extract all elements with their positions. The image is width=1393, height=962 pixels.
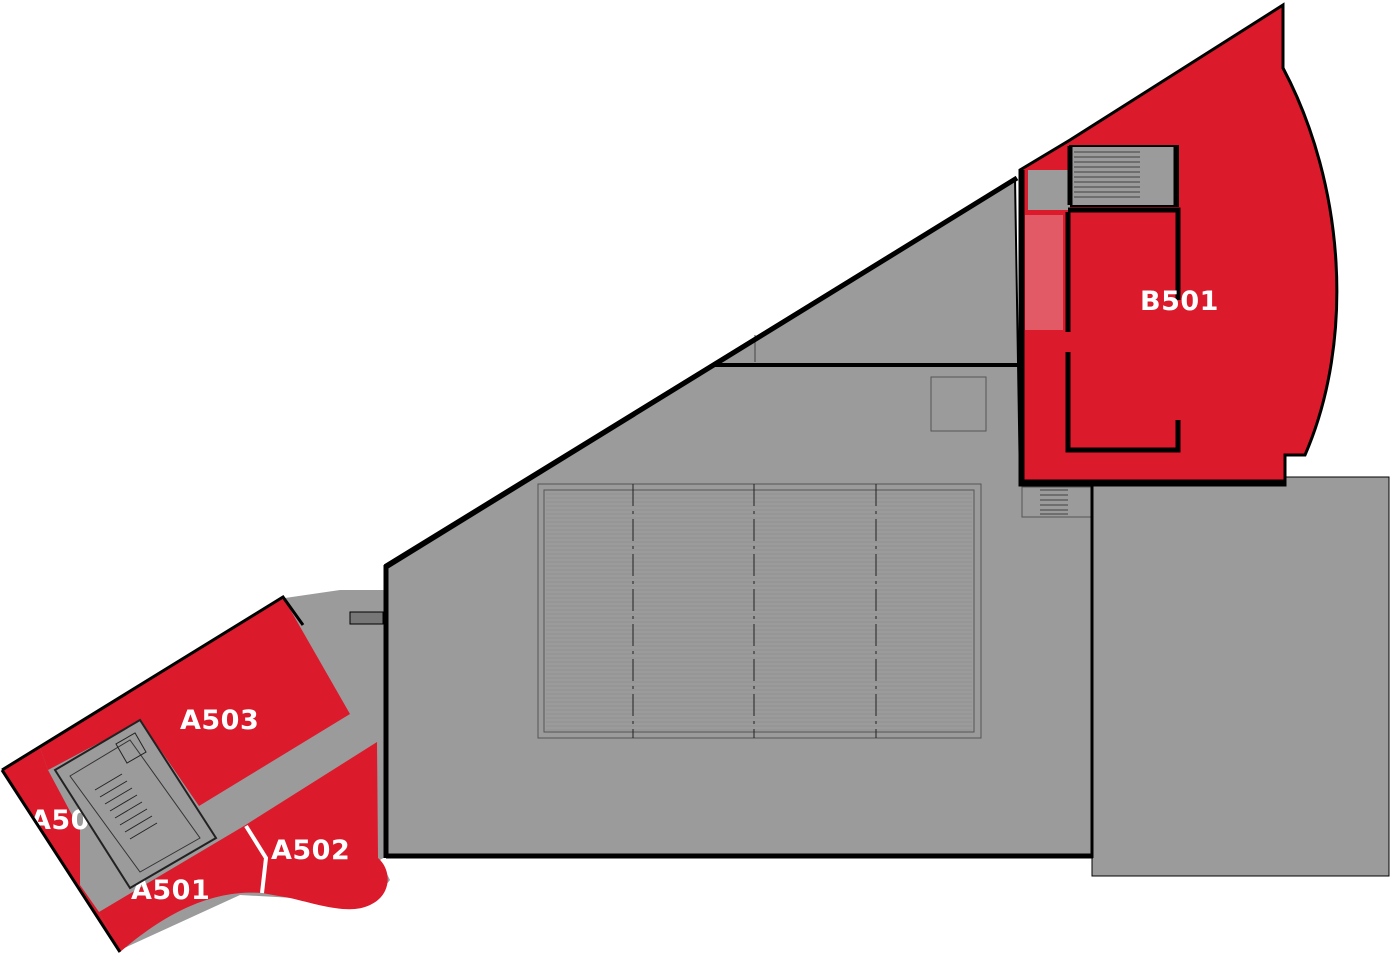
main-hall-floor	[384, 176, 1093, 858]
atrium-hatch	[546, 493, 972, 731]
east-block-floor	[1091, 476, 1390, 877]
a-core-shape	[53, 718, 218, 890]
a-core-inner	[69, 739, 201, 873]
b501-stair-treads	[1074, 151, 1140, 198]
room-a502[interactable]: A502	[244, 742, 388, 910]
atrium-outer	[537, 483, 982, 739]
a504-shape	[2, 748, 120, 952]
a-wing-stair-core	[53, 718, 218, 890]
walls	[383, 175, 1094, 859]
room-a503[interactable]: A503	[40, 597, 350, 806]
small-stair-treads	[1040, 489, 1068, 515]
skylight-square	[930, 376, 987, 432]
a-wing-partitions	[244, 824, 269, 894]
entry-niche	[349, 611, 384, 625]
a-core-elevator	[115, 732, 147, 764]
b501-stair-core	[1069, 145, 1179, 207]
hall-diagonal-wall	[384, 175, 1019, 570]
hall-details	[349, 335, 1093, 739]
b501-label: B501	[1140, 286, 1219, 317]
a-core-treads	[94, 773, 158, 840]
b501-hatched-corridor	[1025, 215, 1063, 330]
a501-shape	[99, 826, 264, 952]
atrium-inner	[543, 489, 975, 733]
a502-label: A502	[271, 835, 350, 866]
a503-shape	[40, 597, 350, 806]
a503-label: A503	[180, 705, 259, 736]
b501-stair-side	[1028, 170, 1070, 210]
a-wing-border	[0, 594, 305, 953]
room-b501[interactable]: B501	[1018, 2, 1339, 487]
a502-shape	[244, 742, 388, 910]
b501-inner-walls	[1019, 146, 1284, 485]
